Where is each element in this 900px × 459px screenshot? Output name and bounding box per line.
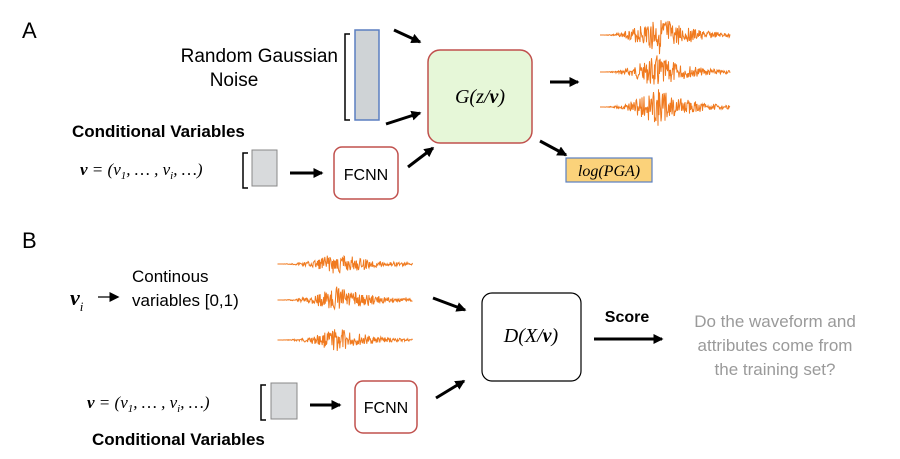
generator-label: G(z/v): [455, 86, 505, 108]
discriminator-label: D(X/v): [503, 325, 559, 347]
waveform-b3-icon: [277, 329, 413, 351]
arrow-noise-bottom-icon: [385, 110, 422, 126]
vi-symbol: vi: [70, 285, 84, 314]
cond-bracket-b-icon: [260, 384, 266, 421]
cond-vector-a: [251, 149, 278, 187]
pga-label: log(PGA): [578, 163, 640, 180]
conditional-variables-title-a: Conditional Variables: [72, 122, 245, 141]
conditional-variables-title-b: Conditional Variables: [92, 430, 265, 449]
discriminator-box: [481, 292, 582, 382]
panel-b-label: B: [22, 228, 37, 253]
question-line1: Do the waveform and: [694, 312, 856, 331]
continuous-label-line2: variables [0,1): [132, 291, 239, 310]
cond-vector-b: [270, 382, 298, 420]
pga-box: [565, 157, 653, 183]
panel-a-label: A: [22, 18, 37, 43]
v-definition-a: v = (v1, … , vi, …): [80, 160, 203, 182]
generator-box: [427, 49, 533, 144]
waveform-a2-icon: [600, 55, 731, 85]
noise-vector: [354, 29, 380, 121]
fcnn-label-b: FCNN: [364, 400, 408, 417]
waveform-a1-icon: [600, 20, 731, 55]
continuous-label-line1: Continous: [132, 267, 209, 286]
waveform-b1-icon: [277, 254, 413, 274]
fcnn-label-a: FCNN: [344, 167, 388, 184]
cond-bracket-a-icon: [242, 152, 248, 189]
arrow-to-pga-icon: [539, 139, 568, 157]
noise-label-line2: Noise: [210, 70, 259, 91]
question-line2: attributes come from: [698, 336, 853, 355]
noise-label-line1: Random Gaussian: [181, 46, 338, 67]
fcnn-box-a: [333, 146, 399, 200]
noise-bracket-icon: [344, 33, 350, 121]
fcnn-box-b: [354, 380, 418, 434]
arrow-noise-top-icon: [393, 28, 422, 44]
arrow-waveforms-to-d-icon: [432, 296, 467, 312]
waveform-a3-icon: [600, 89, 731, 126]
v-definition-b: v = (v1, … , vi, …): [87, 393, 210, 415]
score-label: Score: [605, 309, 650, 326]
waveform-b2-icon: [277, 286, 413, 311]
question-line3: the training set?: [715, 360, 836, 379]
arrow-fcnn-to-g-icon: [407, 146, 435, 169]
arrow-fcnn-to-d-icon: [435, 379, 466, 400]
